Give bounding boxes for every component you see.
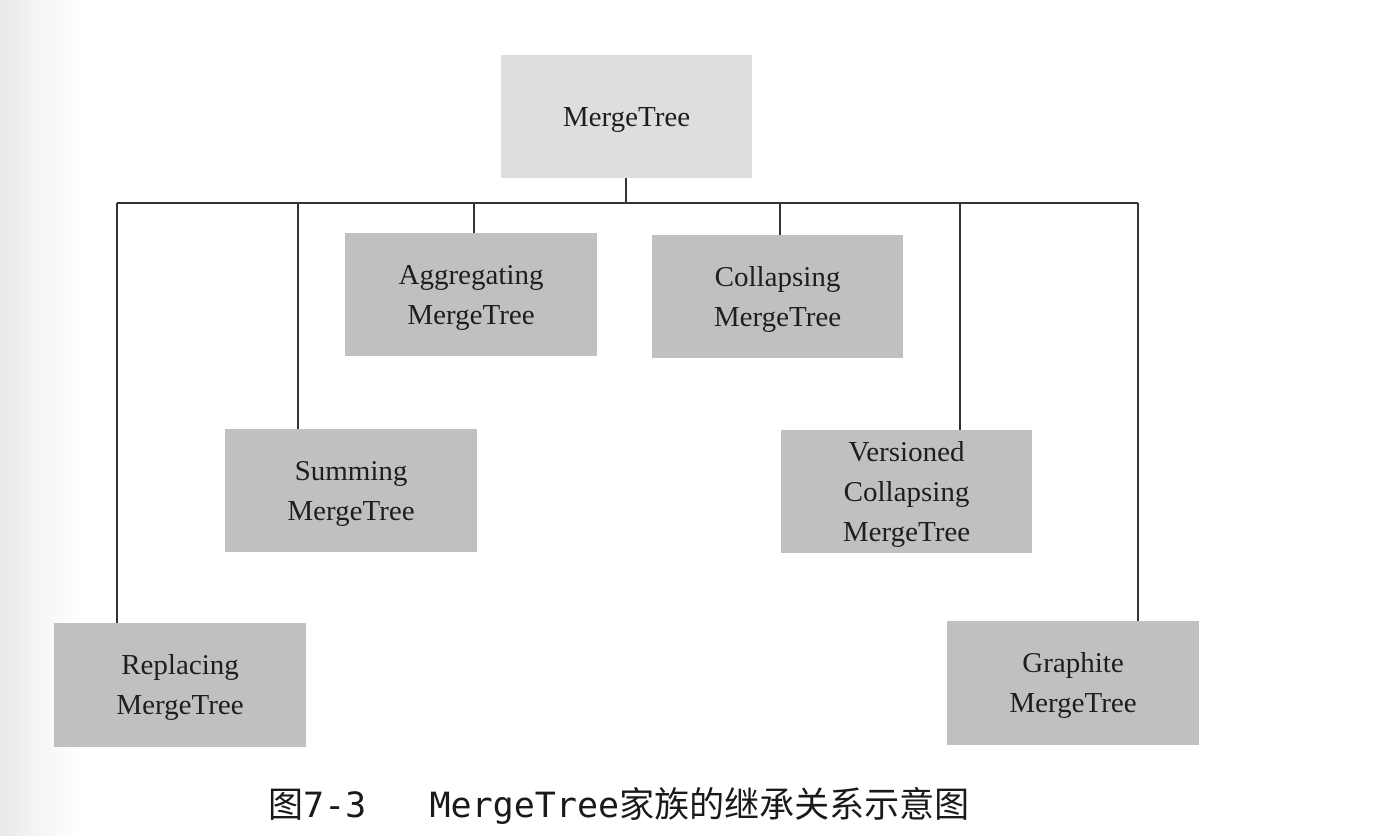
node-versioned-collapsing-mergetree: Versioned Collapsing MergeTree (781, 430, 1032, 553)
node-label-line3: MergeTree (842, 515, 971, 548)
node-label-line1: Summing (294, 454, 408, 487)
node-collapsing-mergetree: Collapsing MergeTree (652, 235, 903, 358)
figure-caption-text: MergeTree家族的继承关系示意图 (429, 786, 970, 826)
node-label-line2: MergeTree (116, 689, 244, 721)
node-label-line2: MergeTree (407, 298, 535, 331)
node-label: MergeTree (562, 100, 691, 133)
node-aggregating-mergetree: Aggregating MergeTree (345, 233, 597, 356)
node-mergetree: MergeTree (501, 55, 752, 178)
node-label-line2: MergeTree (287, 494, 415, 527)
node-label-line2: Collapsing (843, 475, 970, 508)
node-replacing-mergetree: Replacing MergeTree (54, 623, 306, 747)
node-label-line1: Collapsing (714, 260, 841, 293)
node-label-line2: MergeTree (1009, 687, 1137, 719)
node-label-line1: Aggregating (398, 258, 544, 291)
figure-number: 图7-3 (268, 786, 367, 826)
node-graphite-mergetree: Graphite MergeTree (947, 621, 1199, 745)
node-summing-mergetree: Summing MergeTree (225, 429, 477, 552)
node-label-line1: Versioned (848, 435, 965, 468)
node-label-line1: Replacing (121, 649, 239, 681)
node-label-line2: MergeTree (713, 300, 842, 333)
figure-caption: 图7-3 MergeTree家族的继承关系示意图 (268, 782, 969, 830)
node-label-line1: Graphite (1022, 647, 1124, 679)
